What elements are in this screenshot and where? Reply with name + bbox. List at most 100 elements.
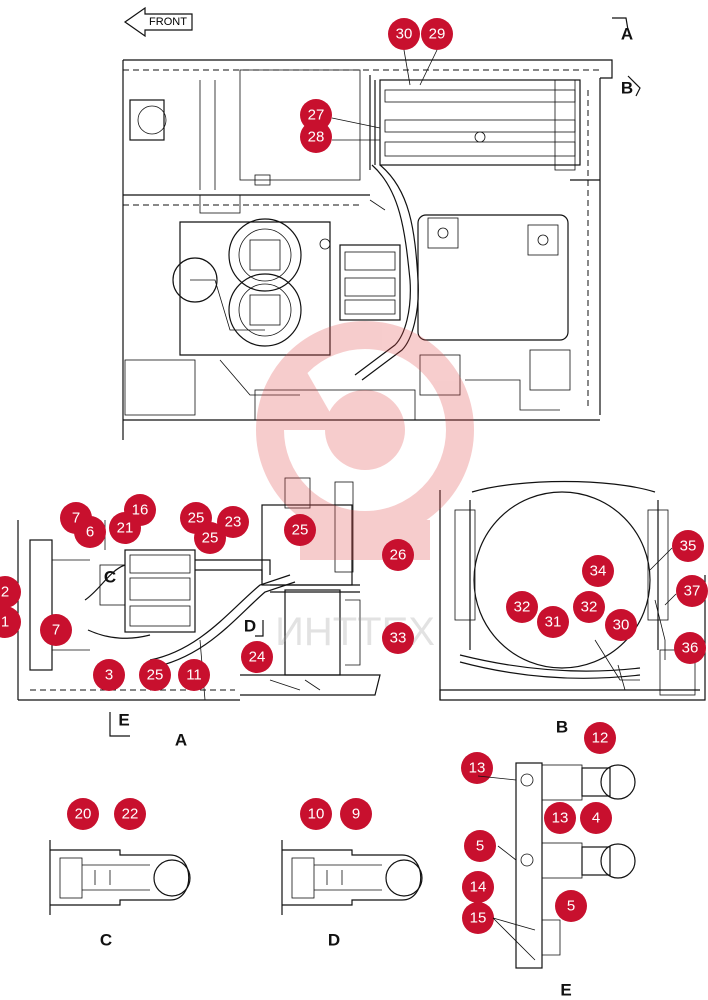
callout-2[interactable]: 2 bbox=[0, 576, 21, 608]
callout-circle bbox=[178, 659, 210, 691]
callout-number: 9 bbox=[352, 806, 360, 823]
callout-25-a2[interactable]: 25 bbox=[194, 522, 226, 554]
callout-30-top[interactable]: 30 bbox=[388, 18, 420, 50]
callout-number: 25 bbox=[188, 510, 205, 527]
top-view: FRONT A B bbox=[122, 6, 641, 440]
callout-circle bbox=[114, 798, 146, 830]
callout-24[interactable]: 24 bbox=[241, 641, 273, 673]
callout-13-a[interactable]: 13 bbox=[461, 752, 493, 784]
callout-7-b[interactable]: 7 bbox=[40, 614, 72, 646]
callout-number: 25 bbox=[202, 530, 219, 547]
callout-number: 3 bbox=[105, 667, 113, 684]
callout-number: 14 bbox=[470, 879, 487, 896]
section-arrow-b: B bbox=[621, 75, 641, 98]
callout-33[interactable]: 33 bbox=[382, 622, 414, 654]
callout-14[interactable]: 14 bbox=[462, 871, 494, 903]
inset-c: C bbox=[49, 840, 191, 950]
callout-3[interactable]: 3 bbox=[93, 659, 125, 691]
callout-circle bbox=[0, 606, 21, 638]
marker-c: C bbox=[104, 568, 116, 587]
callout-circle bbox=[217, 506, 249, 538]
callout-22[interactable]: 22 bbox=[114, 798, 146, 830]
callout-circle bbox=[67, 798, 99, 830]
callout-30-b[interactable]: 30 bbox=[605, 609, 637, 641]
callout-circle bbox=[464, 830, 496, 862]
callout-28[interactable]: 28 bbox=[300, 121, 332, 153]
callout-circle bbox=[580, 802, 612, 834]
callout-15[interactable]: 15 bbox=[462, 902, 494, 934]
callout-circle bbox=[382, 539, 414, 571]
callout-32-b[interactable]: 32 bbox=[573, 591, 605, 623]
view-e: E bbox=[515, 762, 636, 1000]
callout-number: 7 bbox=[72, 510, 80, 527]
callout-number: 15 bbox=[470, 910, 487, 927]
callout-4[interactable]: 4 bbox=[580, 802, 612, 834]
callout-number: 16 bbox=[132, 502, 149, 519]
callout-circle bbox=[0, 576, 21, 608]
callout-31[interactable]: 31 bbox=[537, 606, 569, 638]
callout-circle bbox=[284, 514, 316, 546]
callout-6[interactable]: 6 bbox=[74, 516, 106, 548]
callout-number: 20 bbox=[75, 806, 92, 823]
callout-23[interactable]: 23 bbox=[217, 506, 249, 538]
callout-26[interactable]: 26 bbox=[382, 539, 414, 571]
callout-circle bbox=[582, 555, 614, 587]
callout-circle bbox=[506, 591, 538, 623]
callout-13-b[interactable]: 13 bbox=[544, 802, 576, 834]
callout-circle bbox=[462, 902, 494, 934]
callout-25-a3[interactable]: 25 bbox=[284, 514, 316, 546]
callout-number: 10 bbox=[308, 806, 325, 823]
callout-circle bbox=[544, 802, 576, 834]
callout-number: 32 bbox=[514, 599, 531, 616]
callout-32-a[interactable]: 32 bbox=[506, 591, 538, 623]
callout-20[interactable]: 20 bbox=[67, 798, 99, 830]
callout-5-b[interactable]: 5 bbox=[555, 890, 587, 922]
callout-25-a4[interactable]: 25 bbox=[139, 659, 171, 691]
callout-circle bbox=[462, 871, 494, 903]
arrow-a-label: A bbox=[621, 25, 633, 44]
callout-circle bbox=[537, 606, 569, 638]
callout-1[interactable]: 1 bbox=[0, 606, 21, 638]
callout-number: 35 bbox=[680, 538, 697, 555]
callout-12[interactable]: 12 bbox=[584, 722, 616, 754]
callout-circle bbox=[300, 99, 332, 131]
callout-circle bbox=[672, 530, 704, 562]
view-e-label: E bbox=[560, 981, 571, 1000]
callout-27[interactable]: 27 bbox=[300, 99, 332, 131]
callout-number: 28 bbox=[308, 129, 325, 146]
callout-number: 26 bbox=[390, 547, 407, 564]
callout-circle bbox=[674, 632, 706, 664]
callout-number: 30 bbox=[396, 26, 413, 43]
callout-37[interactable]: 37 bbox=[676, 575, 708, 607]
callout-21[interactable]: 21 bbox=[109, 512, 141, 544]
callout-number: 6 bbox=[86, 524, 94, 541]
callout-circle bbox=[109, 512, 141, 544]
callout-circle bbox=[194, 522, 226, 554]
callout-circle bbox=[605, 609, 637, 641]
callout-circle bbox=[573, 591, 605, 623]
callout-11[interactable]: 11 bbox=[178, 659, 210, 691]
callout-34[interactable]: 34 bbox=[582, 555, 614, 587]
callout-circle bbox=[461, 752, 493, 784]
callout-29-top[interactable]: 29 bbox=[421, 18, 453, 50]
callout-number: 24 bbox=[249, 649, 266, 666]
callout-10[interactable]: 10 bbox=[300, 798, 332, 830]
callout-number: 21 bbox=[117, 520, 134, 537]
inset-d-label: D bbox=[328, 931, 340, 950]
callout-circle bbox=[584, 722, 616, 754]
callout-5-a[interactable]: 5 bbox=[464, 830, 496, 862]
callout-number: 31 bbox=[545, 614, 562, 631]
callout-35[interactable]: 35 bbox=[672, 530, 704, 562]
arrow-b-label: B bbox=[621, 79, 633, 98]
front-arrow: FRONT bbox=[123, 6, 193, 38]
view-a: E C D A bbox=[17, 477, 381, 750]
callout-circle bbox=[74, 516, 106, 548]
callout-number: 25 bbox=[147, 667, 164, 684]
callout-9[interactable]: 9 bbox=[340, 798, 372, 830]
callout-number: 5 bbox=[476, 838, 484, 855]
callout-circle bbox=[300, 121, 332, 153]
callout-number: 7 bbox=[52, 622, 60, 639]
callout-circle bbox=[388, 18, 420, 50]
callout-circle bbox=[40, 614, 72, 646]
callout-36[interactable]: 36 bbox=[674, 632, 706, 664]
